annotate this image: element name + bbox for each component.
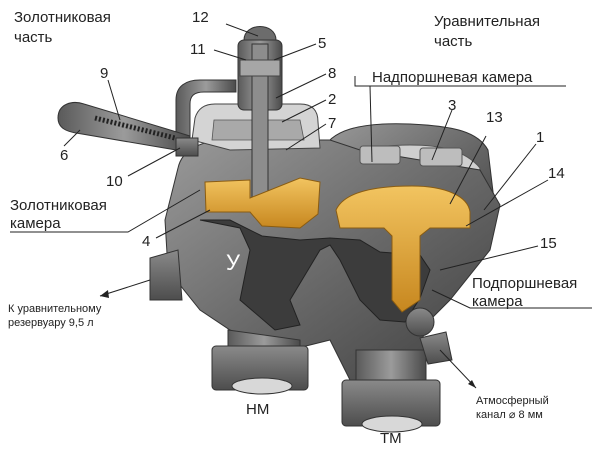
label-spool-part-2: часть (14, 29, 53, 46)
part-number-1: 1 (536, 129, 544, 146)
handle-lever (57, 102, 199, 157)
label-u-mark: У (226, 250, 241, 275)
label-spool-chamber-2: камера (10, 215, 61, 232)
label-atm-2: канал ⌀ 8 мм (476, 409, 543, 421)
label-reservoir-2: резервуару 9,5 л (8, 317, 94, 329)
part-number-3: 3 (448, 97, 456, 114)
part-number-5: 5 (318, 35, 326, 52)
part-number-2: 2 (328, 91, 336, 108)
label-lower-chamber-1: Подпоршневая (472, 275, 577, 292)
part-number-11: 11 (190, 41, 206, 58)
part-number-8: 8 (328, 65, 336, 82)
pipe-nm (211, 329, 309, 395)
part-number-14: 14 (548, 165, 565, 182)
atmospheric-fitting (419, 331, 453, 365)
reservoir-fitting (149, 249, 183, 301)
label-lower-chamber-2: камера (472, 293, 523, 310)
part-number-4: 4 (142, 233, 150, 250)
label-equalizing-part-1: Уравнительная (434, 13, 540, 30)
label-upper-chamber: Надпоршневая камера (372, 69, 533, 86)
label-spool-chamber-1: Золотниковая (10, 197, 107, 214)
part-number-13: 13 (486, 109, 503, 126)
part-number-9: 9 (100, 65, 108, 82)
part-number-15: 15 (540, 235, 557, 252)
part-number-6: 6 (60, 147, 68, 164)
label-tm: ТМ (380, 430, 402, 447)
region-labels: Золотниковая часть Уравнительная часть Н… (8, 9, 577, 447)
label-nm: НМ (246, 401, 269, 418)
label-atm-1: Атмосферный (476, 395, 549, 407)
pipe-tm (341, 349, 441, 433)
part-numbers: 12 11 5 9 8 2 3 13 7 1 6 10 14 4 15 (60, 9, 565, 252)
label-spool-part-1: Золотниковая (14, 9, 111, 26)
label-equalizing-part-2: часть (434, 33, 473, 50)
part-number-7: 7 (328, 115, 336, 132)
piston-brass (335, 185, 471, 337)
part-number-10: 10 (106, 173, 123, 190)
part-number-12: 12 (192, 9, 209, 26)
spool-brass (204, 177, 321, 229)
spool-rod (237, 26, 283, 205)
leader-lines (10, 23, 592, 389)
label-reservoir-1: К уравнительному (8, 303, 102, 315)
